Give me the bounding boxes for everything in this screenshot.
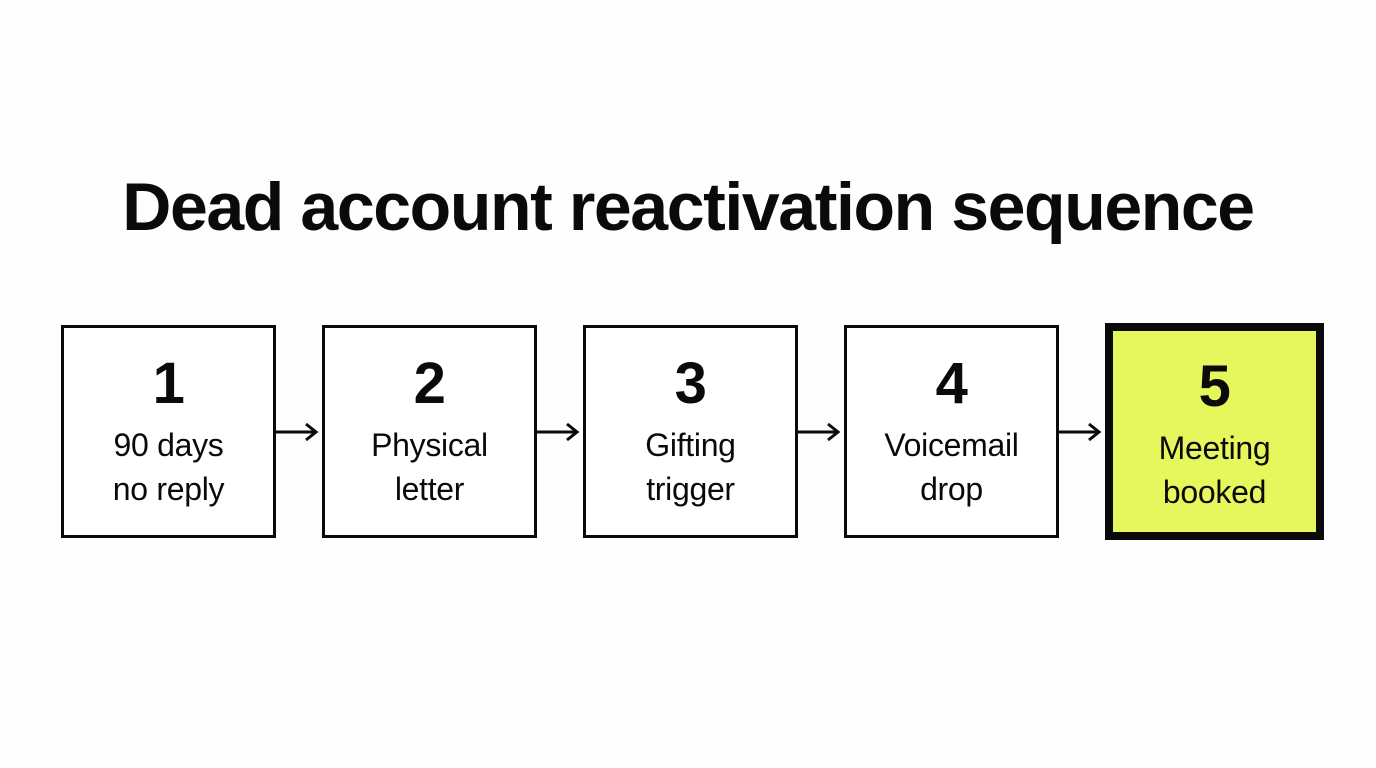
connector-3-to-4 [798,420,844,444]
arrow-right-icon [1059,421,1105,443]
connector-1-to-2 [276,420,322,444]
step-box-1[interactable]: 1 90 days no reply [61,325,276,538]
step-label-3: Gifting trigger [645,427,736,507]
step-number-4: 4 [935,351,968,416]
step-label-1: 90 days no reply [112,427,225,507]
arrow-right-icon [276,421,322,443]
connector-4-to-5 [1059,420,1105,444]
page-title: Dead account reactivation sequence [122,168,1255,245]
step-number-5: 5 [1198,354,1231,419]
step-number-3: 3 [674,351,707,416]
process-flow-diagram: 1 90 days no reply 2 Physical letter [61,323,1324,540]
step-box-3[interactable]: 3 Gifting trigger [583,325,798,538]
step-box-2[interactable]: 2 Physical letter [322,325,537,538]
step-label-4: Voicemail drop [884,427,1019,507]
step-number-1: 1 [152,351,185,416]
connector-2-to-3 [537,420,583,444]
step-label-5: Meeting booked [1158,430,1271,510]
step-box-5[interactable]: 5 Meeting booked [1105,323,1324,540]
arrow-right-icon [798,421,844,443]
step-label-2: Physical letter [371,427,488,507]
step-box-4[interactable]: 4 Voicemail drop [844,325,1059,538]
arrow-right-icon [537,421,583,443]
step-number-2: 2 [413,351,446,416]
